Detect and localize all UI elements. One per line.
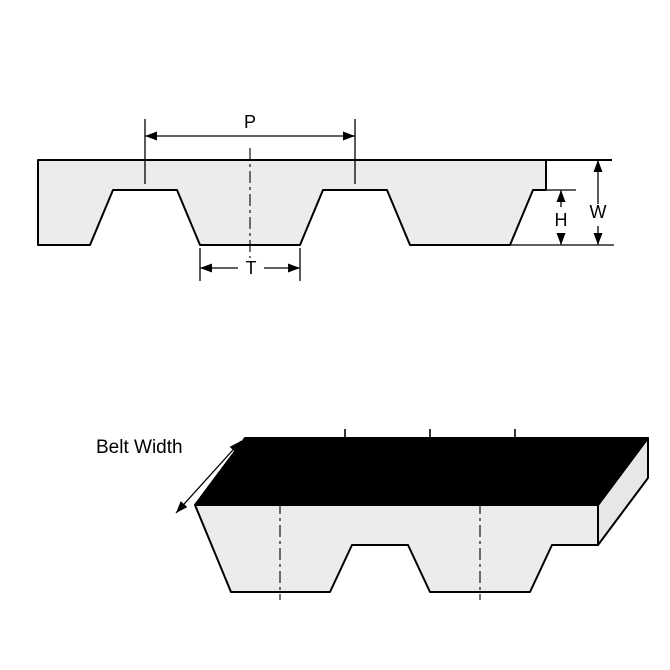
belt-cross-section: P T H W xyxy=(37,112,614,281)
belt-thickness-label: W xyxy=(590,202,607,222)
belt-width-label: Belt Width xyxy=(96,437,183,458)
belt-3d-view: Belt Width xyxy=(96,429,649,600)
belt-top-face xyxy=(194,437,649,506)
belt-width-arrow xyxy=(175,440,242,514)
pitch-label: P xyxy=(244,112,256,132)
tooth-height-label: H xyxy=(555,210,568,230)
belt-profile xyxy=(37,159,547,246)
belt-front-face xyxy=(194,504,599,593)
tooth-width-label: T xyxy=(246,258,257,278)
